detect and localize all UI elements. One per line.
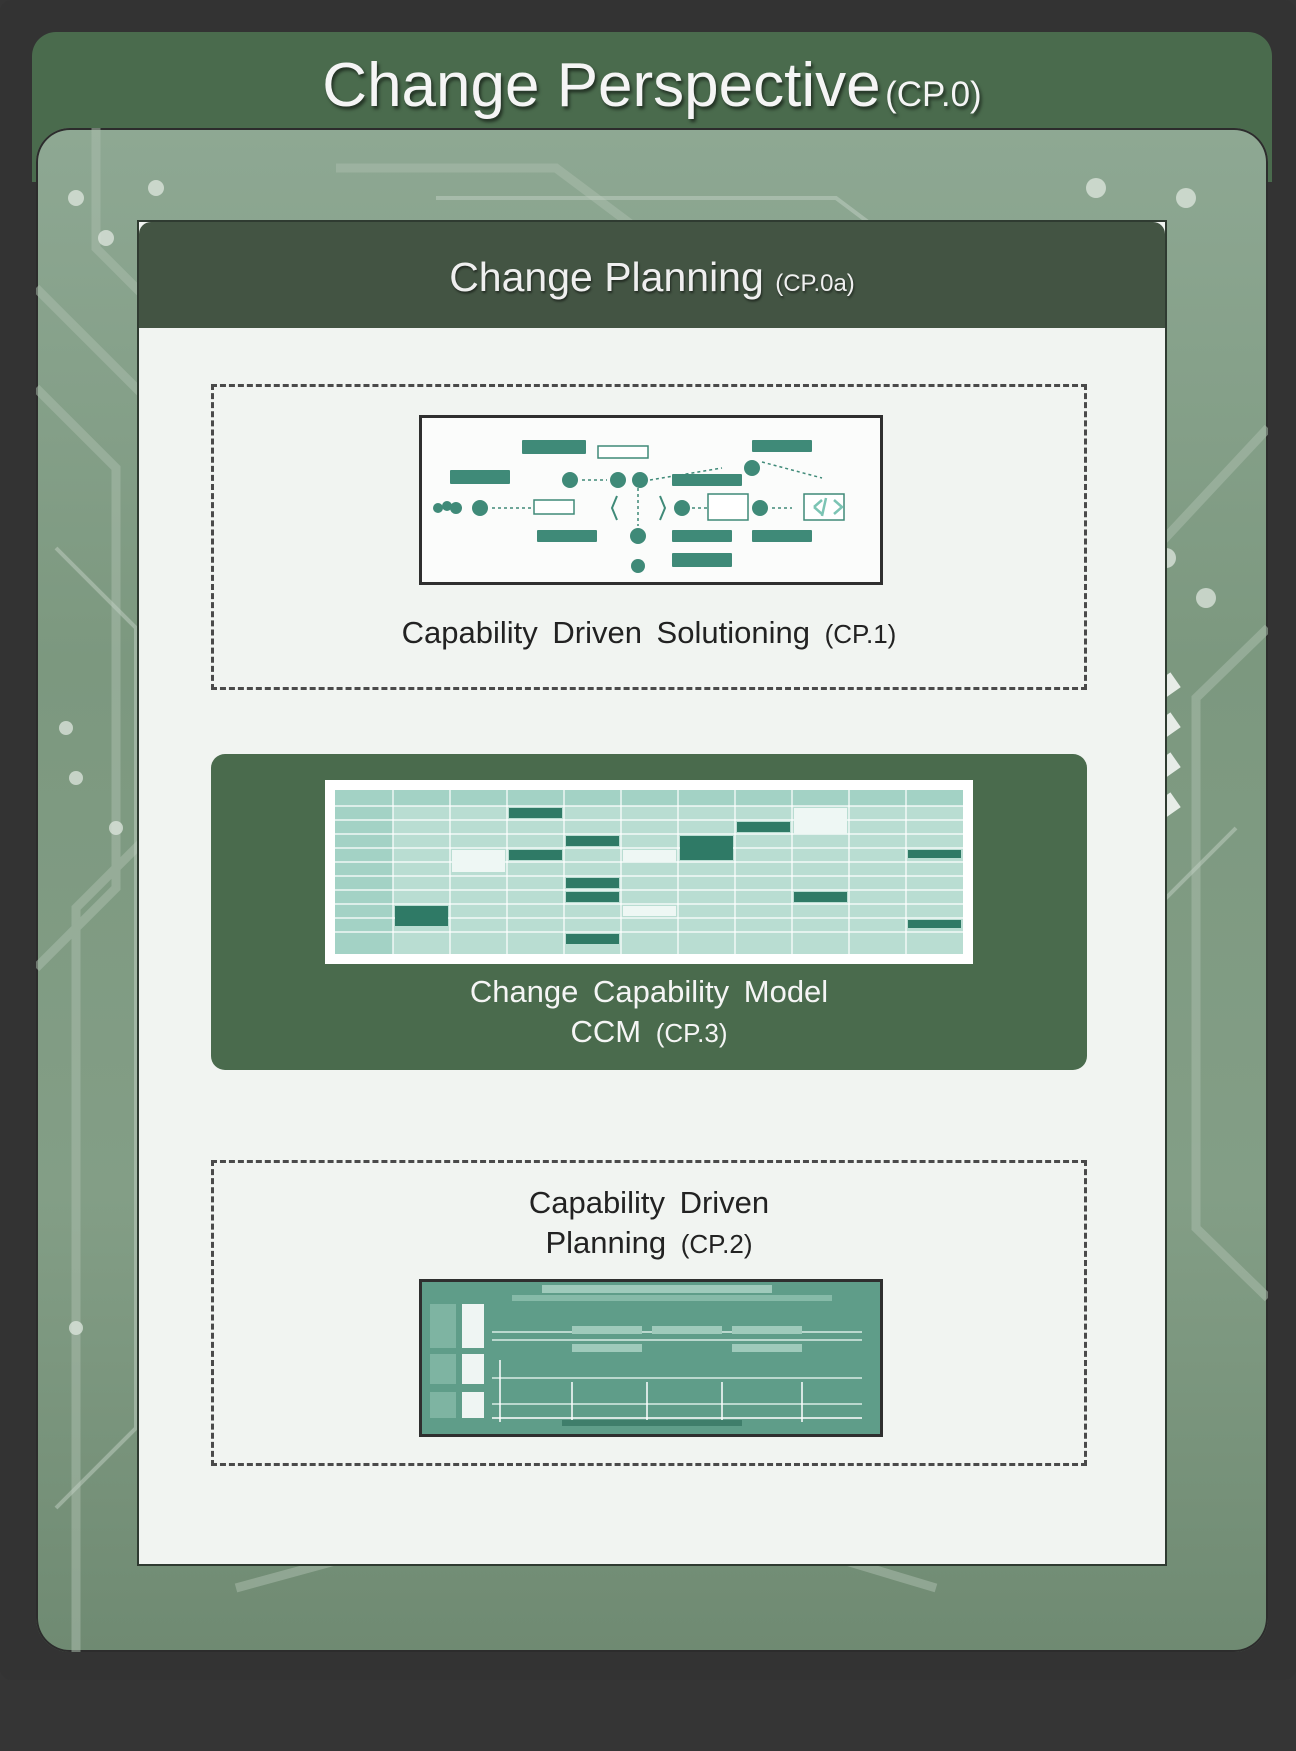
change-planning-header: Change Planning (CP.0a) [139,222,1165,328]
card2-line2: CCM [570,1014,642,1049]
change-capability-model-card[interactable]: Change Capability Model CCM (CP.3) [211,754,1087,1070]
card3-code: (CP.2) [680,1229,753,1259]
card2-line1: Change Capability Model [469,974,829,1009]
capability-driven-solutioning-card[interactable]: Capability Driven Solutioning (CP.1) [211,384,1087,690]
card2-line2-wrap: CCM (CP.3) [211,1012,1087,1053]
card3-line1: Capability Driven [528,1185,770,1220]
card1-text: Capability Driven Solutioning [401,615,810,650]
change-planning-title-text: Change Planning [449,254,764,300]
change-planning-title-code: (CP.0a) [775,270,855,297]
planning-roadmap-thumbnail [419,1279,883,1437]
card2-code: (CP.3) [655,1018,728,1048]
solutioning-flow-diagram-thumbnail [419,415,883,585]
page-title-text: Change Perspective [322,51,881,120]
card3-line2: Planning [545,1225,667,1260]
capability-driven-solutioning-label: Capability Driven Solutioning (CP.1) [214,613,1084,654]
capability-driven-planning-label: Capability Driven Planning (CP.2) [214,1183,1084,1264]
change-planning-title: Change Planning (CP.0a) [449,254,855,300]
card3-line2-wrap: Planning (CP.2) [214,1223,1084,1264]
capability-model-grid-thumbnail [325,780,973,964]
card1-code: (CP.1) [824,619,897,649]
capability-driven-planning-card[interactable]: Capability Driven Planning (CP.2) [211,1160,1087,1466]
change-planning-panel: Change Planning (CP.0a) [137,220,1167,1566]
page-title-code: (CP.0) [885,75,982,114]
change-capability-model-label: Change Capability Model CCM (CP.3) [211,972,1087,1053]
page-title: Change Perspective (CP.0) [32,38,1272,134]
